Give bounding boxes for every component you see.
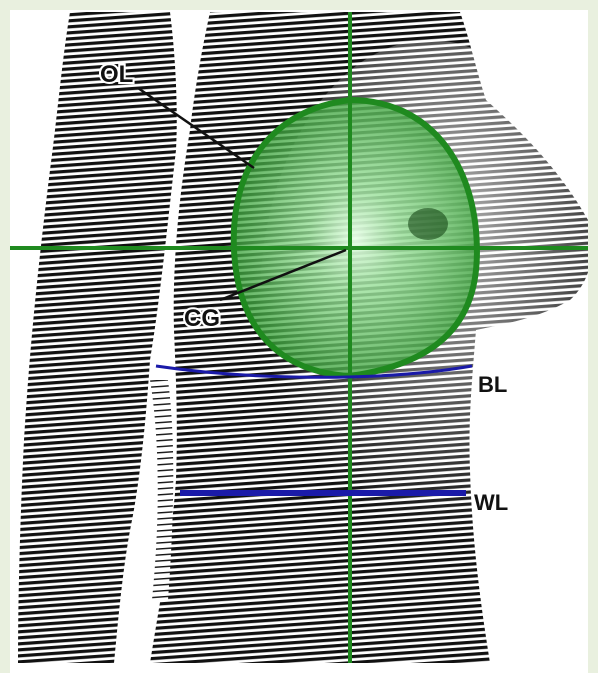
wl-label: WL [474,490,508,515]
torso-diagram: OL CG BL WL [10,10,588,673]
nipple-shade [408,208,448,240]
cg-label: CG [184,305,220,332]
arm-shape [18,12,177,663]
ol-label: OL [100,61,133,88]
breast-outline [234,100,477,376]
arm-torso-gap [150,380,173,600]
illustration-frame: OL CG BL WL [10,10,588,673]
bl-label: BL [478,372,507,397]
